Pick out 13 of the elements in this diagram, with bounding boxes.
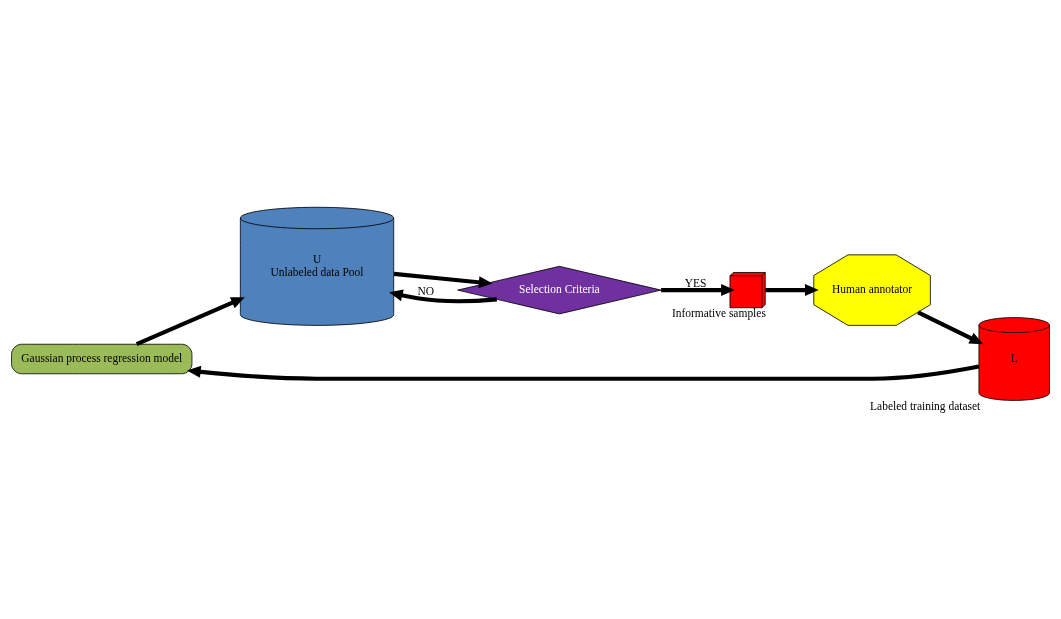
arrow	[765, 283, 819, 296]
arrow	[389, 289, 497, 303]
edge-label: YES	[684, 276, 707, 289]
node-diamond: Selection Criteria	[457, 265, 662, 314]
arrow	[187, 364, 980, 381]
arrow	[393, 271, 493, 288]
edge-label: NO	[417, 284, 434, 297]
node-box: Gaussian process regression model	[11, 343, 193, 374]
arrow	[135, 296, 245, 346]
arrow	[917, 309, 984, 344]
arrow	[661, 283, 735, 296]
node-label: Informative samples	[671, 306, 766, 319]
node-label: Labeled training dataset	[870, 399, 981, 412]
